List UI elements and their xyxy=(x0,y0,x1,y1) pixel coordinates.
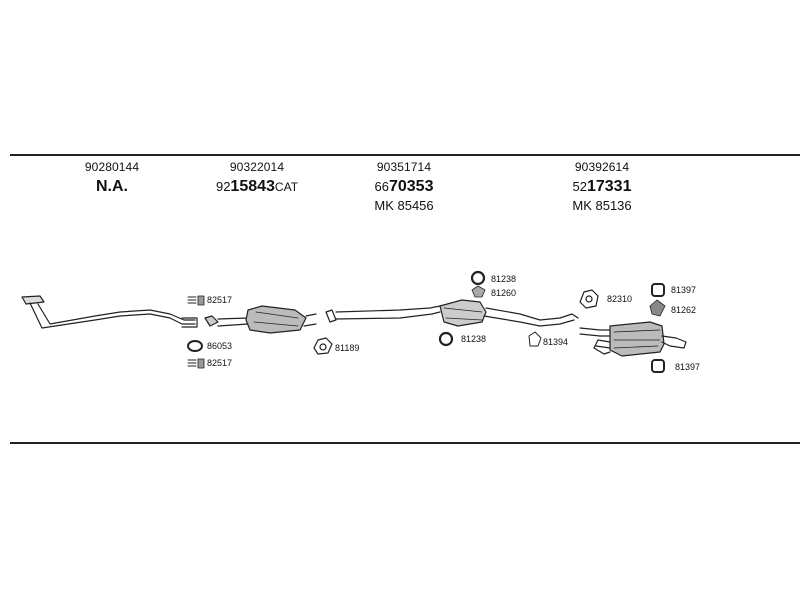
ring-icon xyxy=(187,340,203,352)
rear-silencer-drawing xyxy=(579,321,687,357)
ring-icon xyxy=(470,270,486,286)
column-rear-silencer: 90392614 5217331 MK 85136 xyxy=(572,160,631,213)
part-label: 86053 xyxy=(207,341,232,351)
mk-code: MK 85456 xyxy=(374,198,434,213)
part-label: 82517 xyxy=(207,295,232,305)
gasket-icon xyxy=(579,289,599,309)
part-label: 81238 xyxy=(461,334,486,344)
part-label: 81397 xyxy=(675,362,700,372)
code-main: 17331 xyxy=(586,178,632,195)
code-suffix: CAT xyxy=(274,180,299,194)
rubber-mount-icon xyxy=(649,299,666,317)
part-label: 82310 xyxy=(607,294,632,304)
column-front-pipe: 90280144 N.A. xyxy=(85,160,139,198)
part-number: 90280144 xyxy=(84,160,140,174)
top-rule xyxy=(10,154,800,156)
code: 6670353 xyxy=(374,178,434,196)
part-label: 82517 xyxy=(207,358,232,368)
part-label: 81397 xyxy=(671,285,696,295)
middle-silencer-drawing xyxy=(325,299,579,327)
code-prefix: 92 xyxy=(215,179,231,194)
code-prefix: 52 xyxy=(572,179,587,194)
column-catalyst: 90322014 9215843CAT xyxy=(216,160,298,198)
clamp-icon xyxy=(187,358,205,369)
code-main: 70353 xyxy=(388,178,434,195)
part-label: 81394 xyxy=(543,337,568,347)
part-number: 90351714 xyxy=(376,160,432,174)
front-pipe-drawing xyxy=(21,295,198,329)
code: N.A. xyxy=(85,178,139,196)
clamp-icon xyxy=(187,295,205,306)
part-number: 90392614 xyxy=(574,160,630,174)
hanger-icon xyxy=(471,285,486,298)
code-main: 15843 xyxy=(230,178,275,195)
hanger-icon xyxy=(528,331,542,347)
code-main: N.A. xyxy=(95,178,128,195)
part-labels: 82517 86053 82517 81189 81238 81260 8123… xyxy=(207,274,700,372)
part-number: 90322014 xyxy=(229,160,285,174)
code: 9215843CAT xyxy=(216,178,298,196)
part-label: 81260 xyxy=(491,288,516,298)
part-label: 81189 xyxy=(335,343,359,353)
rubber-mount-icon xyxy=(651,359,665,373)
mk-code: MK 85136 xyxy=(572,198,632,213)
part-label: 81238 xyxy=(491,274,516,284)
rubber-mount-icon xyxy=(651,283,665,297)
bottom-rule xyxy=(10,442,800,444)
ring-icon xyxy=(438,331,454,347)
gasket-icon xyxy=(313,337,333,355)
column-middle-silencer: 90351714 6670353 MK 85456 xyxy=(374,160,433,213)
catalytic-converter-drawing xyxy=(204,305,317,334)
code-prefix: 66 xyxy=(374,179,389,194)
part-label: 81262 xyxy=(671,305,696,315)
code: 5217331 xyxy=(572,178,632,196)
